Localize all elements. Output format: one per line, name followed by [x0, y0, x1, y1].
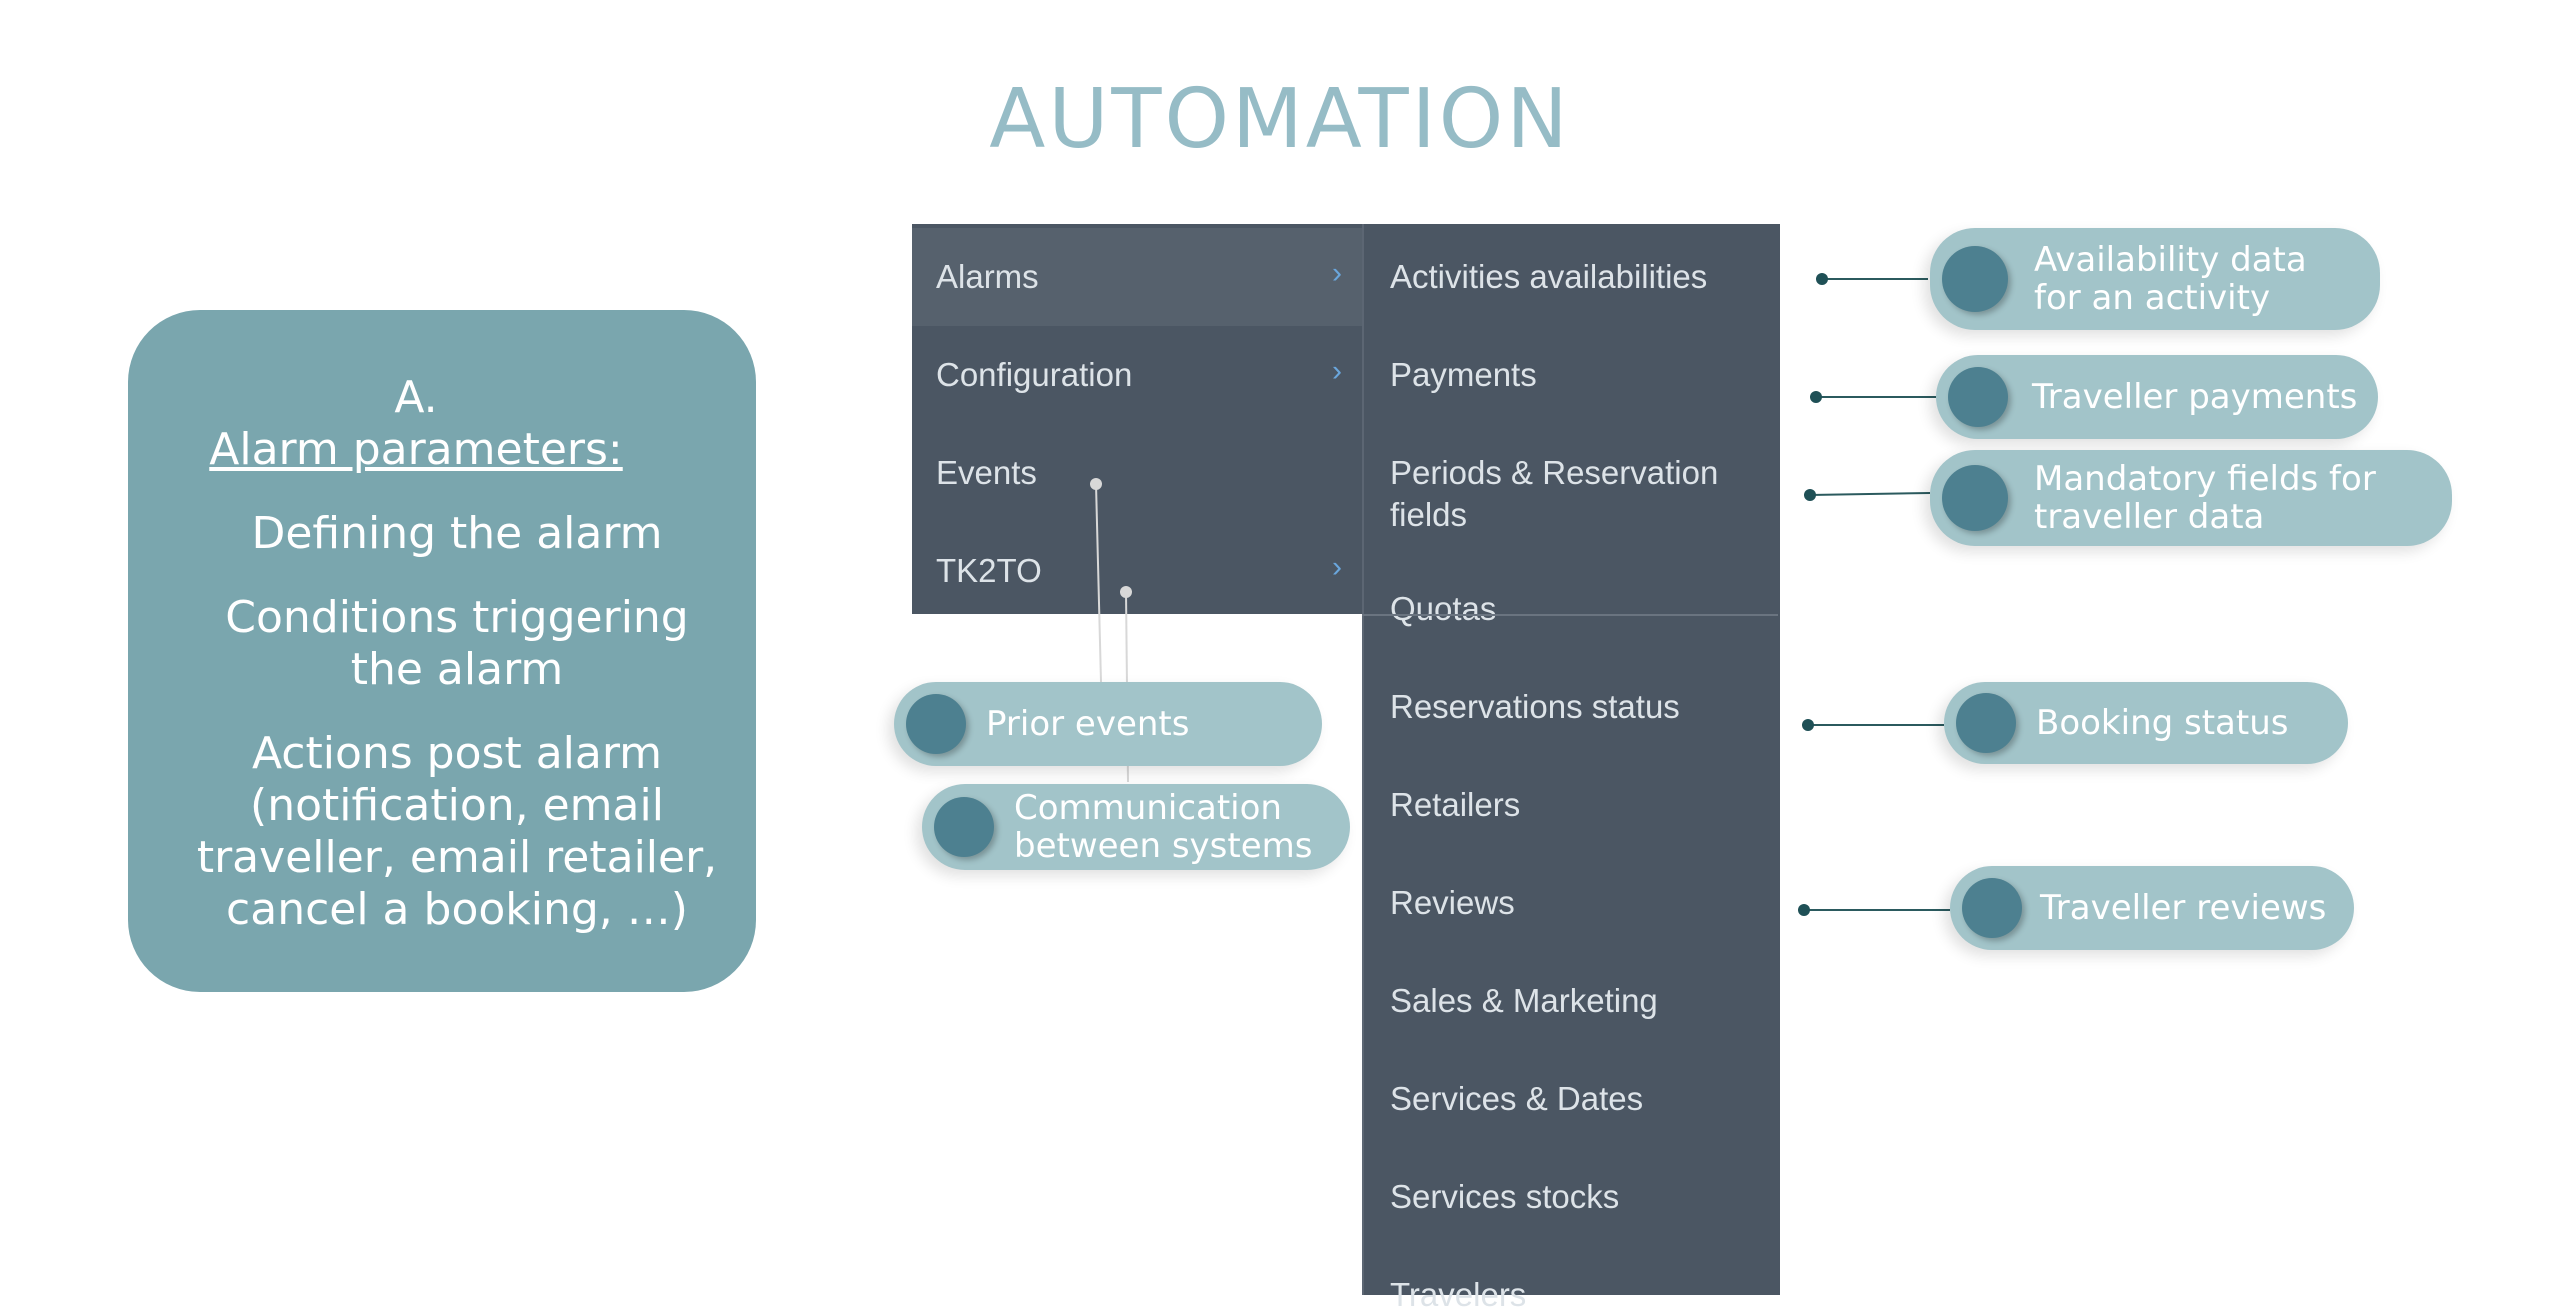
chevron-right-icon: › [1332, 550, 1342, 584]
menu-item-events[interactable]: Events [912, 424, 1362, 522]
callout-text: Booking status [2036, 703, 2289, 743]
submenu-divider [1362, 614, 1778, 616]
submenu-item-activities-availabilities[interactable]: Activities availabilities [1364, 256, 1780, 298]
callout-text: Traveller payments [2032, 377, 2358, 417]
menu-item-label: Events [936, 454, 1037, 491]
menu-item-label: Configuration [936, 356, 1133, 393]
callout-text: Availability data [2034, 240, 2307, 280]
submenu-item-label: Retailers [1390, 786, 1521, 823]
submenu-item-label: fields [1390, 496, 1468, 533]
callout-availability-data: Availability data for an activity [1930, 228, 2380, 330]
card-item-actions: Actions post alarm (notification, email … [196, 728, 718, 935]
submenu-item-periods-reservation-fields[interactable]: Periods & Reservation fields [1364, 452, 1780, 536]
submenu-item-sales-marketing[interactable]: Sales & Marketing [1364, 980, 1780, 1022]
submenu-item-label: Payments [1390, 356, 1537, 393]
connector-dot [1090, 478, 1102, 490]
menu-item-label: TK2TO [936, 552, 1042, 589]
submenu-item-label: Reservations status [1390, 688, 1680, 725]
submenu-item-label: Quotas [1390, 590, 1497, 627]
connector-dot [1804, 489, 1816, 501]
connector-line [1809, 492, 1931, 496]
submenu-item-label: Periods & Reservation [1390, 454, 1719, 491]
callout-dot-icon [906, 694, 966, 754]
callout-dot-icon [1956, 693, 2016, 753]
menu-item-alarms[interactable]: Alarms › [912, 228, 1362, 326]
menu-item-configuration[interactable]: Configuration › [912, 326, 1362, 424]
connector-line [1095, 483, 1102, 683]
chevron-right-icon: › [1332, 354, 1342, 388]
callout-text: between systems [1014, 826, 1313, 866]
callout-dot-icon [1942, 465, 2008, 531]
page-title: AUTOMATION [989, 72, 1571, 167]
submenu-item-retailers[interactable]: Retailers [1364, 784, 1780, 826]
menu-item-tk2to[interactable]: TK2TO › [912, 522, 1362, 620]
callout-text: Prior events [986, 704, 1190, 744]
card-item-conditions: Conditions triggering the alarm [225, 592, 689, 695]
callout-text: Traveller reviews [2040, 888, 2327, 928]
submenu-item-payments[interactable]: Payments [1364, 354, 1780, 396]
submenu-item-reviews[interactable]: Reviews [1364, 882, 1780, 924]
callout-prior-events: Prior events [894, 682, 1322, 766]
card-label: A. [394, 372, 438, 423]
alarm-parameters-card: A. Alarm parameters: Defining the alarm … [128, 310, 756, 992]
callout-text: Mandatory fields for [2034, 459, 2376, 499]
card-heading: Alarm parameters: [209, 424, 623, 475]
connector-dot [1802, 719, 1814, 731]
callout-dot-icon [1948, 367, 2008, 427]
callout-traveller-payments: Traveller payments [1936, 355, 2378, 439]
submenu-item-services-dates[interactable]: Services & Dates [1364, 1078, 1780, 1120]
submenu-item-label: Services stocks [1390, 1178, 1620, 1215]
callout-text: traveller data [2034, 497, 2265, 537]
card-item-defining: Defining the alarm [251, 508, 663, 559]
callout-booking-status: Booking status [1944, 682, 2348, 764]
callout-communication-between-systems: Communication between systems [922, 784, 1350, 870]
callout-dot-icon [934, 797, 994, 857]
submenu-item-label: Activities availabilities [1390, 258, 1708, 295]
submenu-item-services-stocks[interactable]: Services stocks [1364, 1176, 1780, 1218]
connector-dot [1798, 904, 1810, 916]
callout-text: for an activity [2034, 278, 2271, 318]
callout-text: Communication [1014, 788, 1282, 828]
callout-mandatory-fields: Mandatory fields for traveller data [1930, 450, 2452, 546]
main-menu: Alarms › Configuration › Events TK2TO › [912, 224, 1362, 614]
connector-dot [1120, 586, 1132, 598]
menu-item-label: Alarms [936, 258, 1039, 295]
submenu-item-label: Reviews [1390, 884, 1515, 921]
callout-traveller-reviews: Traveller reviews [1950, 866, 2354, 950]
submenu-item-quotas[interactable]: Quotas [1364, 588, 1780, 630]
callout-dot-icon [1962, 878, 2022, 938]
submenu-item-label: Services & Dates [1390, 1080, 1644, 1117]
callout-dot-icon [1942, 246, 2008, 312]
submenu-item-reservations-status[interactable]: Reservations status [1364, 686, 1780, 728]
connector-dot [1810, 391, 1822, 403]
submenu-item-label: Sales & Marketing [1390, 982, 1658, 1019]
chevron-right-icon: › [1332, 256, 1342, 290]
connector-dot [1816, 273, 1828, 285]
